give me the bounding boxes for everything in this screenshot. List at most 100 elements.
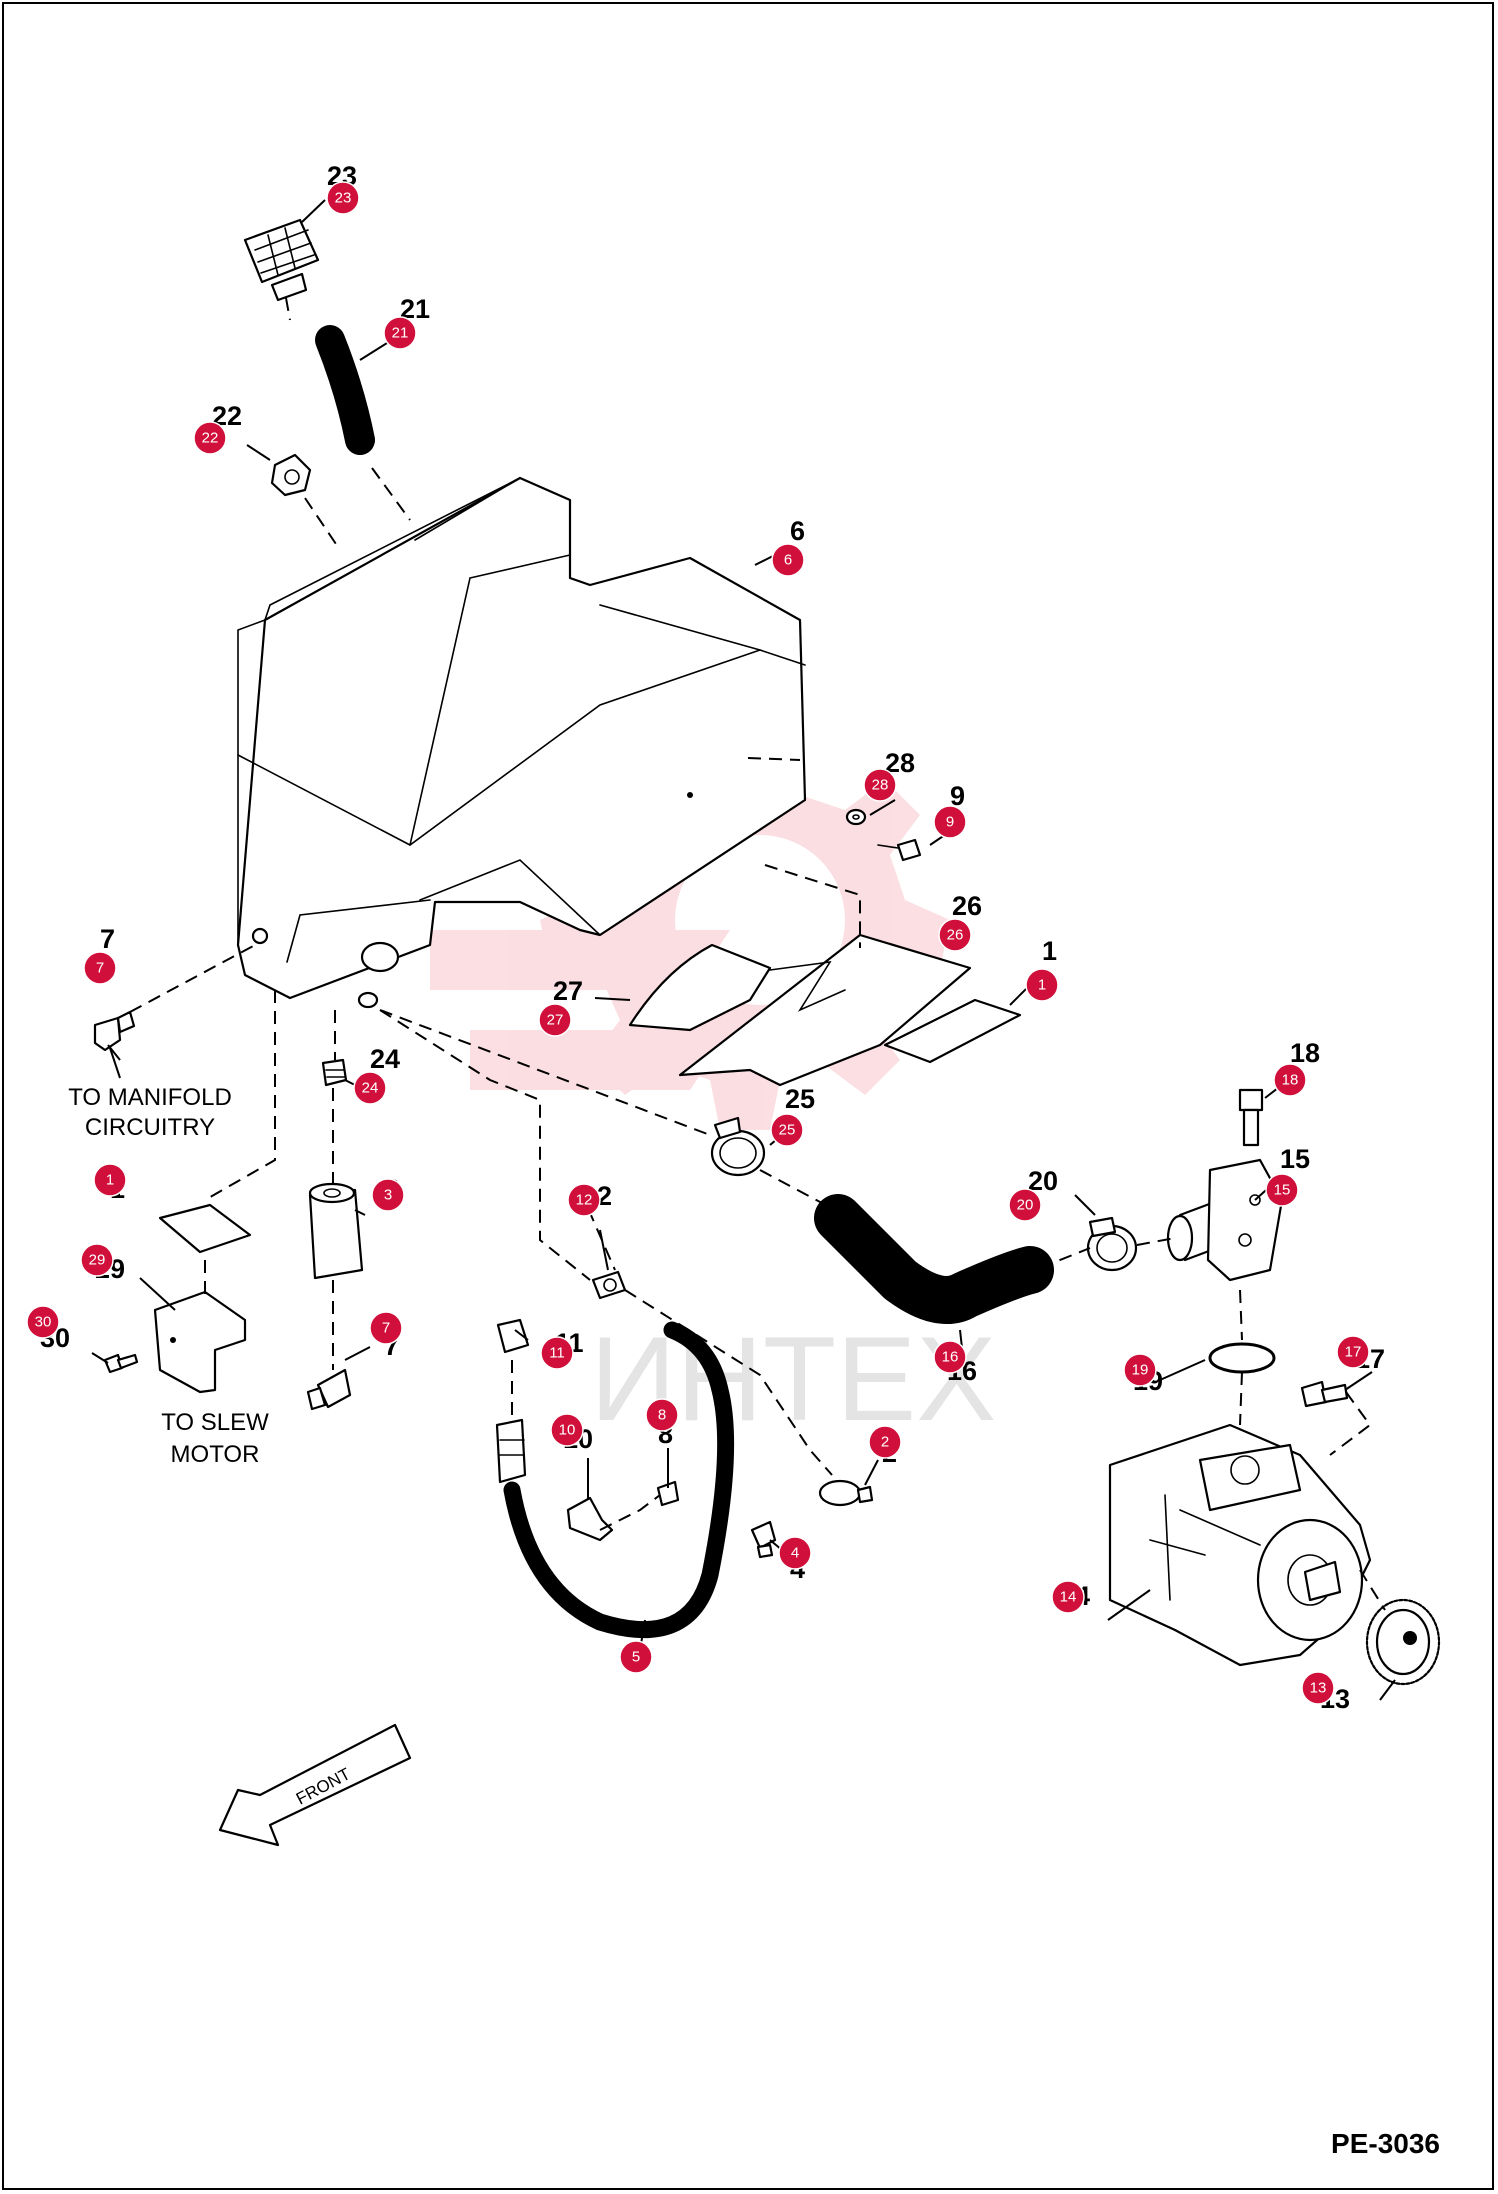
svg-text:1: 1 xyxy=(106,1172,114,1189)
note-slew-line1: TO SLEW xyxy=(161,1409,269,1436)
svg-text:21: 21 xyxy=(392,325,409,342)
callout-badge-7a: 7 xyxy=(83,951,117,985)
callout-number-7a: 7 xyxy=(100,924,115,954)
note-manifold-line1: TO MANIFOLD xyxy=(68,1084,232,1111)
callout-number-9: 9 xyxy=(950,781,965,811)
leader-lines xyxy=(129,297,1386,1611)
pad-small xyxy=(158,1203,252,1254)
callout-number-26: 26 xyxy=(952,891,982,921)
svg-text:15: 15 xyxy=(1274,1182,1291,1199)
callout-number-18: 18 xyxy=(1290,1038,1320,1068)
svg-text:18: 18 xyxy=(1282,1072,1299,1089)
svg-text:13: 13 xyxy=(1310,1680,1327,1697)
filler-cap xyxy=(243,218,320,302)
callout-badge-9: 9 xyxy=(933,805,967,839)
callout-badge-21: 21 xyxy=(383,316,417,350)
callout-number-15: 15 xyxy=(1280,1144,1310,1174)
callout-badge-28: 28 xyxy=(863,768,897,802)
svg-text:25: 25 xyxy=(779,1122,796,1139)
svg-text:2: 2 xyxy=(881,1434,889,1451)
bolt-17 xyxy=(1300,1380,1349,1408)
svg-text:4: 4 xyxy=(791,1545,799,1562)
callout-badge-18: 18 xyxy=(1273,1063,1307,1097)
callout-badge-24: 24 xyxy=(353,1071,387,1105)
callout-badge-7b: 7 xyxy=(369,1311,403,1345)
svg-text:30: 30 xyxy=(35,1314,52,1331)
svg-text:26: 26 xyxy=(947,927,964,944)
coupling-13 xyxy=(1365,1598,1441,1686)
pump-inlet-elbow xyxy=(1166,1158,1284,1282)
clamp-2 xyxy=(818,1479,874,1507)
callout-number-24: 24 xyxy=(370,1044,400,1074)
callout-badge-27: 27 xyxy=(538,1003,572,1037)
pad-27 xyxy=(628,943,772,1032)
suction-hose xyxy=(814,1194,1054,1324)
callout-badge-16: 16 xyxy=(933,1340,967,1374)
washer-28 xyxy=(845,808,867,826)
svg-text:7: 7 xyxy=(382,1320,390,1337)
svg-text:5: 5 xyxy=(632,1649,640,1666)
filler-tube xyxy=(315,325,375,455)
callout-badge-19: 19 xyxy=(1123,1353,1157,1387)
svg-text:3: 3 xyxy=(384,1187,392,1204)
svg-text:6: 6 xyxy=(784,552,792,569)
pad-1-large xyxy=(883,998,1022,1064)
hose-clamp-10 xyxy=(566,1496,614,1542)
callout-badge-5: 5 xyxy=(619,1640,653,1674)
callout-badge-13: 13 xyxy=(1301,1671,1335,1705)
breather-plug xyxy=(270,453,312,497)
callout-number-25: 25 xyxy=(785,1084,815,1114)
callout-badge-6: 6 xyxy=(771,543,805,577)
callout-badge-2: 2 xyxy=(868,1425,902,1459)
callout-badge-3: 3 xyxy=(371,1178,405,1212)
callout-badge-14: 14 xyxy=(1051,1580,1085,1614)
svg-text:24: 24 xyxy=(362,1080,379,1097)
svg-text:14: 14 xyxy=(1060,1589,1077,1606)
bolt-8 xyxy=(656,1480,680,1507)
bolt-30 xyxy=(103,1353,139,1374)
filter xyxy=(308,1182,364,1280)
capscrew-18 xyxy=(1238,1088,1264,1147)
svg-text:10: 10 xyxy=(559,1422,576,1439)
callout-number-27: 27 xyxy=(553,976,583,1006)
mount-bracket xyxy=(153,1290,247,1394)
callout-badge-29: 29 xyxy=(80,1243,114,1277)
svg-text:27: 27 xyxy=(547,1012,564,1029)
callout-badge-10: 10 xyxy=(550,1413,584,1447)
callout-badge-8: 8 xyxy=(645,1398,679,1432)
elbow-fitting-lower xyxy=(306,1368,352,1411)
callout-badge-15: 15 xyxy=(1265,1173,1299,1207)
fitting-4 xyxy=(750,1520,777,1559)
svg-text:9: 9 xyxy=(946,814,954,831)
hydraulic-pump xyxy=(1108,1423,1372,1667)
svg-text:22: 22 xyxy=(202,430,219,447)
svg-text:11: 11 xyxy=(549,1345,565,1362)
svg-text:1: 1 xyxy=(1038,977,1046,994)
svg-text:17: 17 xyxy=(1345,1344,1362,1361)
adapter-11 xyxy=(496,1318,530,1354)
svg-text:7: 7 xyxy=(96,960,104,977)
svg-text:29: 29 xyxy=(89,1252,106,1269)
clamp-12 xyxy=(591,1270,627,1300)
callout-number-6: 6 xyxy=(790,516,805,546)
note-slew-line2: MOTOR xyxy=(171,1441,260,1468)
svg-text:16: 16 xyxy=(942,1349,959,1366)
front-direction-arrow: FRONT xyxy=(218,1723,412,1847)
pressure-hose xyxy=(495,1321,735,1638)
callout-badge-1b: 1 xyxy=(93,1163,127,1197)
callout-badge-30: 30 xyxy=(26,1305,60,1339)
callout-badge-20: 20 xyxy=(1008,1188,1042,1222)
svg-text:12: 12 xyxy=(576,1192,593,1209)
callout-badge-17: 17 xyxy=(1336,1335,1370,1369)
callout-badge-26: 26 xyxy=(938,918,972,952)
callout-badge-4: 4 xyxy=(778,1536,812,1570)
callout-badge-12: 12 xyxy=(567,1183,601,1217)
pad-26 xyxy=(678,933,972,1087)
hydraulic-tank xyxy=(236,476,807,1009)
svg-text:28: 28 xyxy=(872,777,889,794)
bolt-9 xyxy=(877,838,922,862)
callout-badge-1a: 1 xyxy=(1025,968,1059,1002)
